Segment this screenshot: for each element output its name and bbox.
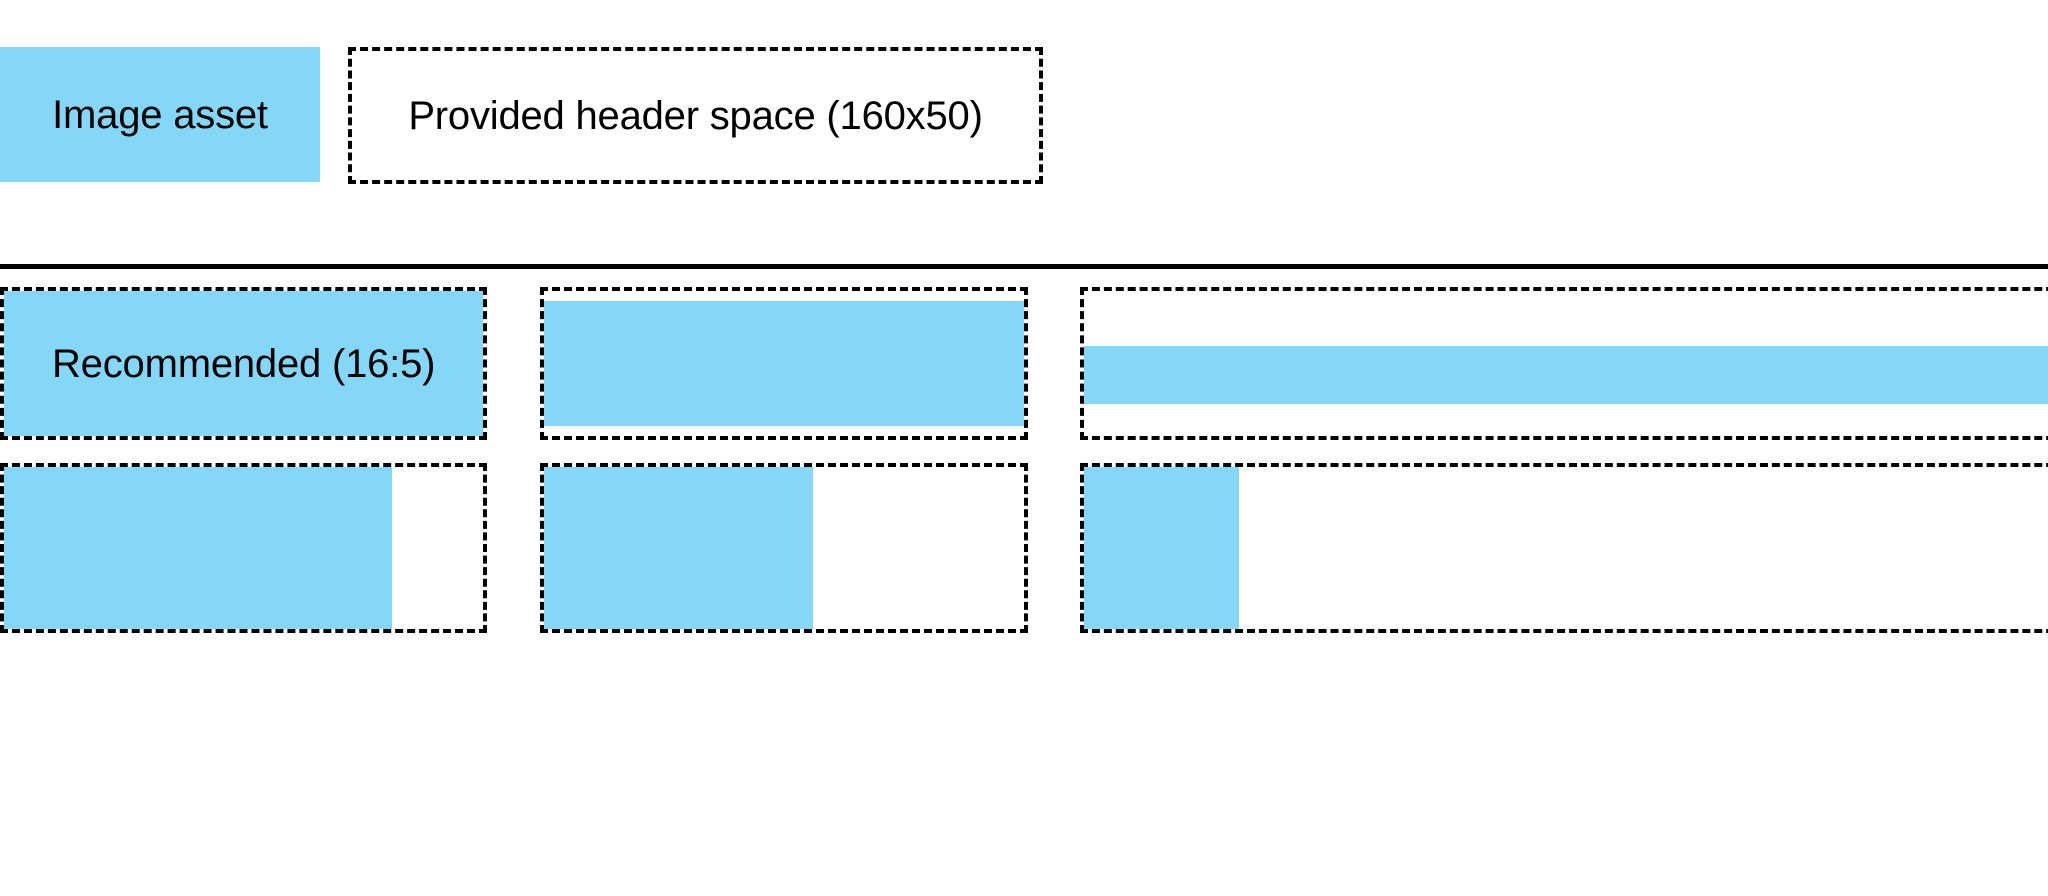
image-fill [1084, 346, 2048, 405]
image-asset-label: Image asset [52, 92, 268, 137]
provided-header-space-label: Provided header space (160x50) [408, 93, 983, 138]
image-fill [4, 291, 483, 436]
aspect-ratio-cell: Recommended (16:5) [0, 287, 487, 440]
image-fill [544, 467, 813, 629]
provided-header-space-box: Provided header space (160x50) [348, 47, 1043, 184]
aspect-ratio-caption: Recommended (16:5) [52, 341, 436, 386]
aspect-ratio-row: Recommended (16:5) [0, 287, 2048, 440]
aspect-ratio-cell [540, 287, 1028, 440]
image-fill [1084, 467, 1240, 629]
aspect-ratio-cell [1080, 287, 2048, 440]
image-fill [544, 301, 1024, 426]
aspect-ratio-cell [540, 463, 1028, 633]
header-band: Image asset Provided header space (160x5… [0, 47, 2048, 185]
aspect-ratio-row [0, 463, 2048, 633]
aspect-ratio-grid: Recommended (16:5) [0, 287, 2048, 633]
image-asset-chip: Image asset [0, 47, 320, 182]
section-divider [0, 264, 2048, 269]
aspect-ratio-cell [0, 463, 487, 633]
aspect-ratio-cell [1080, 463, 2048, 633]
image-fill [4, 467, 392, 629]
